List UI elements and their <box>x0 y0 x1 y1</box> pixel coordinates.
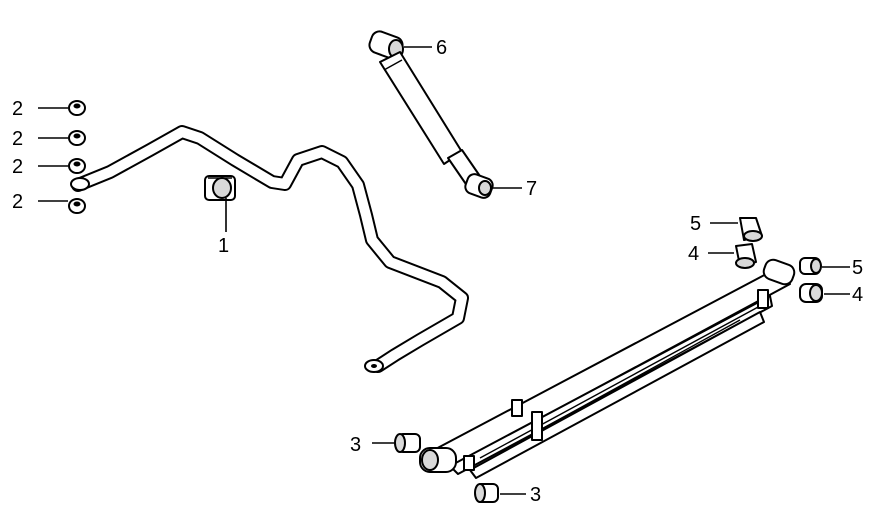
callout-7: 7 <box>526 178 537 200</box>
stabilizer-bar[interactable] <box>70 125 469 373</box>
shackle-bushing-lower-left[interactable] <box>735 243 757 269</box>
callout-2b: 2 <box>12 128 23 150</box>
spring-bushing-front[interactable] <box>394 433 421 453</box>
nut-2[interactable] <box>68 130 86 146</box>
shock-absorber[interactable] <box>367 29 494 200</box>
callout-4a: 4 <box>688 243 699 265</box>
shackle-bushing-upper-left[interactable] <box>739 217 763 242</box>
callout-5a: 5 <box>690 213 701 235</box>
callout-5b: 5 <box>852 257 863 279</box>
callout-4b: 4 <box>852 284 863 306</box>
stabilizer-bar-end-eye-left <box>70 177 90 191</box>
nut-1[interactable] <box>68 100 86 116</box>
callout-2a: 2 <box>12 98 23 120</box>
stabilizer-bushing[interactable] <box>204 175 236 201</box>
nut-3[interactable] <box>68 158 86 174</box>
callout-6: 6 <box>436 37 447 59</box>
leaf-spring[interactable] <box>419 257 797 479</box>
callout-2c: 2 <box>12 156 23 178</box>
nut-4[interactable] <box>68 198 86 214</box>
spring-bushing-rear[interactable] <box>474 483 499 503</box>
callout-3a: 3 <box>350 434 361 456</box>
callout-3b: 3 <box>530 484 541 506</box>
callout-1: 1 <box>218 235 229 257</box>
callout-2d: 2 <box>12 191 23 213</box>
shackle-bushing-upper-right[interactable] <box>799 257 822 275</box>
shackle-bushing-lower-right[interactable] <box>799 283 823 303</box>
